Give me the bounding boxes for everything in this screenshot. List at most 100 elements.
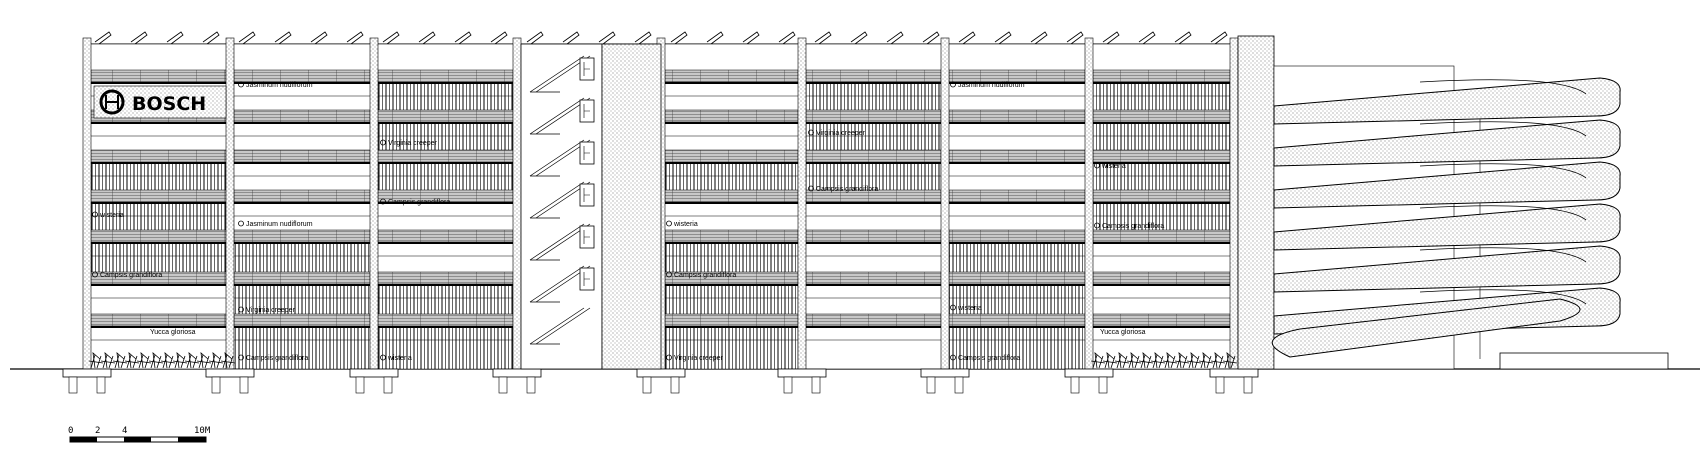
yucca-plants	[88, 352, 236, 369]
plant-label-text: Campsis grandiflora	[246, 355, 308, 362]
railing	[1092, 229, 1231, 243]
scale-bar: 0 2 4 10M	[68, 426, 211, 443]
solar-panel	[490, 31, 508, 45]
label-marker-icon	[808, 185, 814, 192]
solar-panel	[310, 31, 328, 45]
solar-panel	[238, 31, 256, 45]
solar-panel	[1210, 31, 1228, 45]
solar-panel	[1030, 31, 1048, 45]
railing	[805, 271, 942, 285]
plant-label: Yucca gloriosa	[1100, 329, 1146, 336]
facade-bay	[373, 43, 518, 370]
plant-label-text: Jasminum nudiflorum	[246, 82, 313, 89]
railing	[1092, 69, 1231, 83]
plant-label-text: wisteria	[673, 221, 698, 228]
label-marker-icon	[92, 271, 98, 278]
railing	[377, 109, 514, 123]
label-marker-icon	[666, 354, 672, 361]
railing	[948, 271, 1086, 285]
ground-barrier	[1499, 352, 1669, 370]
label-marker-icon	[380, 354, 386, 361]
plant-label-text: Virginia creeper	[674, 355, 724, 362]
footing	[1064, 368, 1114, 378]
ramp-loop	[1273, 119, 1621, 167]
solar-panel	[1138, 31, 1156, 45]
ramp-loop	[1273, 77, 1621, 125]
plant-label: wisteria	[92, 211, 124, 219]
plant-label: Campsis grandiflora	[1094, 222, 1164, 230]
railing	[805, 149, 942, 163]
yucca-plants	[1090, 352, 1238, 369]
scale-tick-2: 2	[95, 426, 100, 436]
solar-panel	[418, 31, 436, 45]
label-marker-icon	[238, 306, 244, 313]
footing	[492, 368, 542, 378]
column	[797, 37, 807, 370]
logo-text: BOSCH	[132, 93, 206, 115]
plant-label-text: Campsis grandiflora	[816, 186, 878, 193]
railing	[664, 69, 799, 83]
facade-bay	[229, 43, 375, 370]
scale-tick-10m: 10M	[194, 426, 211, 436]
plant-label: Campsis grandiflora	[950, 354, 1020, 362]
vertical-fins	[233, 241, 371, 370]
solar-panel	[778, 31, 796, 45]
plant-label-text: wisteria	[99, 212, 124, 219]
railing	[377, 149, 514, 163]
vertical-fins	[948, 241, 1086, 370]
solar-panel	[130, 31, 148, 45]
railing	[90, 229, 227, 243]
solar-panel	[850, 31, 868, 45]
plant-label-text: Campsis grandiflora	[674, 272, 736, 279]
footing	[349, 368, 399, 378]
solar-panel	[886, 31, 904, 45]
solar-panel	[994, 31, 1012, 45]
plant-label-text: wisteria	[957, 305, 982, 312]
footing	[920, 368, 970, 378]
plant-label: Jasminum nudiflorum	[238, 81, 313, 89]
railing	[233, 189, 371, 203]
solar-panel	[1066, 31, 1084, 45]
footing	[636, 368, 686, 378]
railing	[233, 149, 371, 163]
label-marker-icon	[950, 304, 956, 311]
railing	[1092, 313, 1231, 327]
facade-bay	[1088, 43, 1235, 370]
label-marker-icon	[1094, 162, 1100, 169]
railing	[1092, 189, 1231, 203]
label-marker-icon	[1094, 222, 1100, 229]
plant-label: Campsis grandiflora	[666, 271, 736, 279]
solar-panel	[94, 31, 112, 45]
spiral-ramp	[1271, 65, 1669, 370]
railing	[1092, 109, 1231, 123]
solar-panel	[670, 31, 688, 45]
column	[82, 37, 92, 370]
column	[369, 37, 379, 370]
plant-label: Campsis grandiflora	[808, 185, 878, 193]
ramp-loop	[1273, 161, 1621, 209]
plant-label: Virginia creeper	[238, 306, 296, 314]
plant-label: Virginia creeper	[380, 139, 438, 147]
solar-panel	[634, 31, 652, 45]
column	[1084, 37, 1094, 370]
plant-label-text: Campsis grandiflora	[958, 355, 1020, 362]
railing	[805, 229, 942, 243]
facade-bay	[801, 43, 946, 370]
railing	[805, 313, 942, 327]
plant-label: Virginia creeper	[808, 129, 866, 137]
railing	[664, 313, 799, 327]
footing	[777, 368, 827, 378]
plant-label-text: Campsis grandiflora	[388, 199, 450, 206]
solar-panel	[526, 31, 544, 45]
vertical-fins	[90, 161, 227, 285]
label-marker-icon	[950, 354, 956, 361]
railing	[664, 229, 799, 243]
solar-panel	[202, 31, 220, 45]
plant-label-text: Campsis grandiflora	[1102, 223, 1164, 230]
plant-label: Yucca gloriosa	[150, 329, 196, 336]
footing	[1209, 368, 1259, 378]
vertical-fins	[377, 81, 514, 203]
plant-label: wisteria	[380, 354, 412, 362]
stair-core	[520, 43, 603, 370]
